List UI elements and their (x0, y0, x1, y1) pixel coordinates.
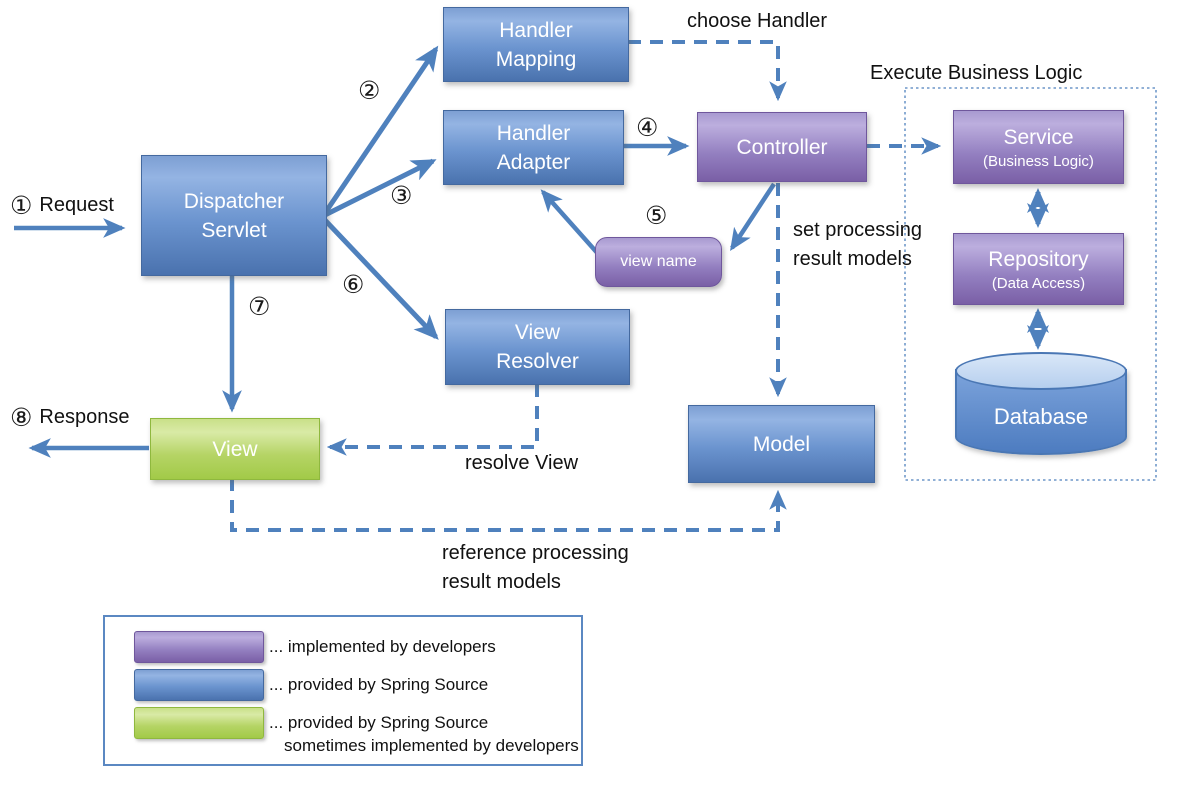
node-database: Database (955, 352, 1127, 455)
node-handler-adapter: Handler Adapter (443, 110, 624, 185)
node-sublabel: (Business Logic) (983, 152, 1094, 170)
legend-label-green-line1: ... provided by Spring Source (269, 713, 489, 732)
label-set-processing-line2: result models (793, 248, 912, 270)
node-label: Controller (736, 135, 828, 159)
node-label: Resolver (496, 350, 579, 373)
node-label: View (514, 321, 561, 344)
label-reference-processing: reference processing result models (442, 539, 629, 597)
label-reference-line2: result models (442, 571, 561, 593)
node-view: View (150, 418, 320, 480)
node-label: Servlet (201, 218, 267, 242)
node-controller: Controller (697, 112, 867, 182)
node-label: Adapter (496, 150, 571, 174)
node-label: view name (620, 253, 697, 270)
arrow-controller-to-view-name (730, 182, 776, 252)
step-1-badge: ① (10, 191, 33, 220)
step-5-badge: ⑤ (645, 201, 668, 230)
legend-swatch-purple (134, 631, 264, 663)
node-label: Dispatcher (183, 189, 285, 213)
dashed-resolver-to-view (326, 384, 539, 456)
node-handler-mapping: Handler Mapping (443, 7, 629, 82)
legend-label-blue: ... provided by Spring Source (269, 675, 489, 694)
step-8-label: Response (39, 406, 130, 428)
node-label: Mapping (495, 47, 577, 71)
label-reference-line1: reference processing (442, 542, 629, 564)
step-8-response: ⑧ Response (10, 405, 129, 430)
label-set-processing: set processing result models (793, 216, 922, 274)
arrow-view-name-to-adapter (540, 189, 602, 258)
legend-swatch-green (134, 707, 264, 739)
step-2-badge: ② (358, 76, 381, 105)
arrow-dispatcher-to-handler-adapter (321, 158, 437, 219)
node-repository: Repository (Data Access) (953, 233, 1124, 305)
node-view-resolver: View Resolver (445, 309, 630, 385)
legend: ... implemented by developers ... provid… (103, 615, 583, 766)
dashed-view-to-model (230, 478, 787, 532)
node-label: Service (1003, 125, 1074, 149)
step-4-badge: ④ (636, 113, 659, 142)
node-label: Repository (988, 247, 1089, 271)
label-execute-business-logic: Execute Business Logic (870, 62, 1083, 84)
step-1-request: ① Request (10, 193, 114, 218)
step-3-badge: ③ (390, 181, 413, 210)
node-model: Model (688, 405, 875, 483)
label-resolve-view: resolve View (465, 452, 579, 474)
step-8-badge: ⑧ (10, 403, 33, 432)
node-sublabel: (Data Access) (991, 274, 1086, 292)
legend-label-green-line2: sometimes implemented by developers (284, 736, 579, 755)
legend-swatch-blue (134, 669, 264, 701)
step-6-badge: ⑥ (342, 270, 365, 299)
arrow-dispatcher-to-view-resolver (321, 216, 439, 340)
arrow-dispatcher-to-handler-mapping (320, 45, 439, 218)
node-label: Database (993, 404, 1089, 429)
step-7-badge: ⑦ (248, 292, 271, 321)
node-service: Service (Business Logic) (953, 110, 1124, 184)
dashed-mapping-to-controller (628, 40, 787, 102)
node-label: View (212, 437, 258, 461)
database-cylinder-top (955, 352, 1127, 390)
node-label: Model (752, 432, 811, 456)
label-set-processing-line1: set processing (793, 219, 922, 241)
legend-label-purple: ... implemented by developers (269, 637, 496, 656)
node-view-name: view name (595, 237, 722, 287)
step-1-label: Request (39, 194, 114, 216)
node-label: Handler (499, 18, 573, 42)
node-label: Handler (496, 121, 571, 145)
node-dispatcher-servlet: Dispatcher Servlet (141, 155, 327, 276)
label-choose-handler: choose Handler (687, 10, 828, 32)
